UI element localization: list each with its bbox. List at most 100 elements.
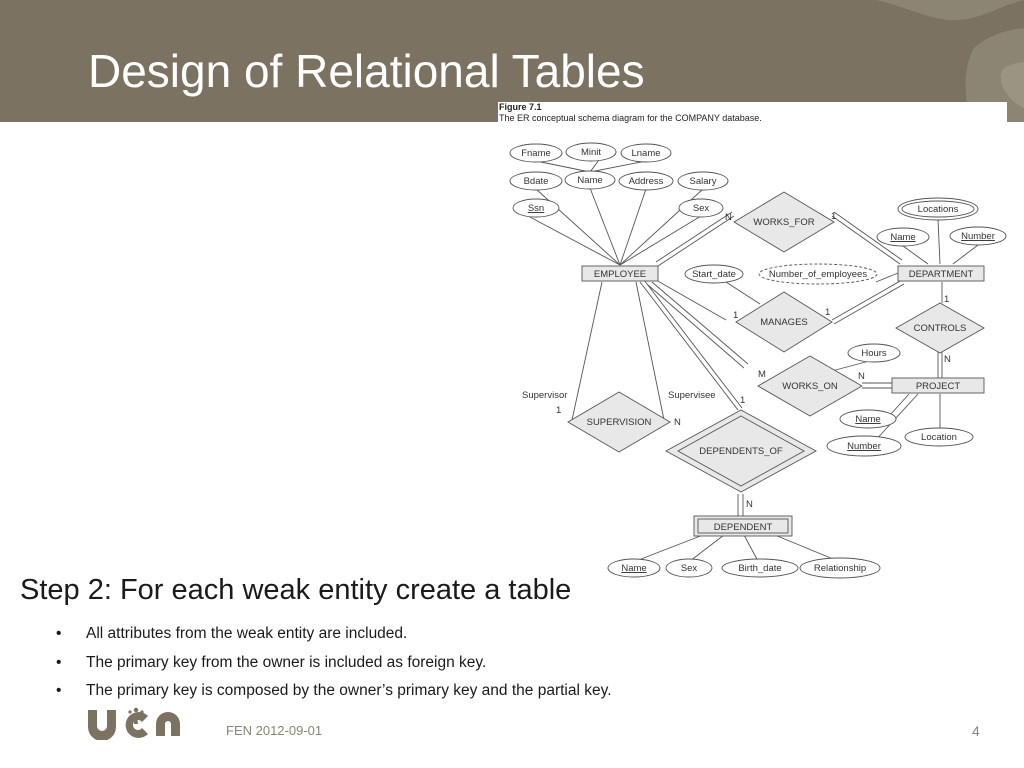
svg-text:Start_date: Start_date	[692, 269, 736, 280]
attribute-department-number: Number	[949, 226, 1007, 246]
svg-text:Bdate: Bdate	[524, 176, 549, 187]
cardinality-works-for-employee: N	[725, 212, 732, 223]
relationship-works-for: WORKS_FOR	[733, 191, 835, 253]
attribute-salary: Salary	[677, 171, 729, 191]
attribute-address: Address	[618, 171, 674, 191]
attribute-ssn: Ssn	[512, 198, 560, 218]
relationship-dependents-of: DEPENDENTS_OF	[665, 409, 817, 493]
attribute-dependent-name: Name	[607, 558, 661, 578]
header-decoration-shape	[876, 0, 1024, 122]
role-supervisee: Supervisee	[668, 390, 716, 401]
er-diagram-figure: Fname Minit Lname Bdate Name Address Sal…	[498, 102, 1007, 580]
bullet-text: The primary key from the owner is includ…	[86, 653, 487, 671]
attribute-start-date: Start_date	[684, 264, 744, 284]
svg-text:Sex: Sex	[681, 563, 698, 574]
svg-text:Hours: Hours	[861, 348, 887, 359]
attribute-number-of-employees: Number_of_employees	[758, 263, 878, 285]
attribute-bdate: Bdate	[509, 171, 563, 191]
attribute-minit: Minit	[565, 142, 617, 162]
ucn-logo	[88, 707, 180, 740]
bullet-item: • The primary key is composed by the own…	[56, 677, 612, 706]
bullet-list: • All attributes from the weak entity ar…	[56, 620, 612, 706]
attribute-hours: Hours	[847, 343, 901, 363]
svg-text:Birth_date: Birth_date	[738, 563, 781, 574]
svg-text:WORKS_ON: WORKS_ON	[782, 381, 838, 392]
svg-text:Ssn: Ssn	[528, 203, 544, 214]
svg-text:DEPENDENT: DEPENDENT	[714, 522, 773, 533]
svg-text:Sex: Sex	[693, 203, 710, 214]
cardinality-manages-department: 1	[825, 307, 830, 318]
svg-text:MANAGES: MANAGES	[760, 317, 808, 328]
svg-text:DEPARTMENT: DEPARTMENT	[909, 269, 974, 280]
svg-text:CONTROLS: CONTROLS	[914, 323, 967, 334]
svg-text:WORKS_FOR: WORKS_FOR	[753, 217, 814, 228]
svg-text:Name: Name	[621, 563, 646, 574]
svg-text:Locations: Locations	[918, 204, 959, 215]
svg-text:Lname: Lname	[631, 148, 660, 159]
svg-text:Name: Name	[890, 232, 915, 243]
bullet-item: • The primary key from the owner is incl…	[56, 649, 612, 678]
svg-text:Address: Address	[629, 176, 664, 187]
cardinality-supervision-supervisor: 1	[556, 405, 561, 416]
diagram-edges	[527, 159, 979, 562]
page-number: 4	[972, 723, 980, 739]
svg-text:Name: Name	[855, 414, 880, 425]
attribute-project-name: Name	[839, 409, 897, 429]
cardinality-works-for-department: 1	[831, 211, 836, 222]
bullet-text: The primary key is composed by the owner…	[86, 682, 612, 699]
relationship-works-on: WORKS_ON	[757, 355, 863, 417]
cardinality-manages-employee: 1	[733, 310, 738, 321]
svg-text:Fname: Fname	[521, 148, 551, 159]
cardinality-controls-department: 1	[944, 294, 949, 305]
bullet-symbol: •	[56, 682, 62, 699]
relationship-controls: CONTROLS	[895, 302, 985, 354]
bullet-symbol: •	[56, 653, 62, 671]
bullet-item: • All attributes from the weak entity ar…	[56, 620, 612, 649]
bullet-symbol: •	[56, 625, 62, 642]
svg-text:PROJECT: PROJECT	[916, 381, 961, 392]
step-heading: Step 2: For each weak entity create a ta…	[20, 574, 572, 606]
cardinality-supervision-supervisee: N	[674, 417, 681, 428]
figure-caption: Figure 7.1 The ER conceptual schema diag…	[499, 102, 762, 124]
attribute-lname: Lname	[620, 143, 672, 163]
entity-dependent: DEPENDENT	[693, 515, 793, 537]
role-supervisor: Supervisor	[522, 390, 567, 401]
attribute-locations: Locations	[897, 197, 979, 221]
figure-caption-text: The ER conceptual schema diagram for the…	[499, 113, 762, 123]
attribute-department-name: Name	[876, 227, 930, 247]
relationship-manages: MANAGES	[735, 291, 833, 353]
entity-employee: EMPLOYEE	[581, 265, 659, 282]
entity-project: PROJECT	[891, 377, 985, 394]
attribute-birth-date: Birth_date	[721, 558, 799, 578]
cardinality-dependents-of-dependent: N	[746, 499, 753, 510]
er-diagram: Fname Minit Lname Bdate Name Address Sal…	[509, 142, 1007, 579]
attribute-fname: Fname	[509, 143, 563, 163]
svg-text:Relationship: Relationship	[814, 563, 866, 574]
slide-header: Design of Relational Tables	[0, 0, 1024, 122]
attribute-dependent-sex: Sex	[665, 558, 713, 578]
cardinality-dependents-of-employee: 1	[740, 395, 745, 406]
svg-text:Number: Number	[847, 441, 881, 452]
svg-text:Location: Location	[921, 432, 957, 443]
svg-text:Number: Number	[961, 231, 995, 242]
figure-label: Figure 7.1	[499, 102, 542, 112]
entity-department: DEPARTMENT	[897, 265, 985, 282]
cardinality-works-on-project: N	[858, 371, 865, 382]
relationship-supervision: SUPERVISION	[567, 391, 671, 453]
attribute-employee-sex: Sex	[678, 198, 724, 218]
svg-text:EMPLOYEE: EMPLOYEE	[594, 269, 646, 280]
svg-text:Minit: Minit	[581, 147, 601, 158]
attribute-project-location: Location	[904, 427, 974, 447]
svg-text:Name: Name	[577, 175, 602, 186]
svg-text:DEPENDENTS_OF: DEPENDENTS_OF	[699, 446, 783, 457]
svg-text:Salary: Salary	[690, 176, 717, 187]
page-title: Design of Relational Tables	[88, 45, 645, 97]
attribute-employee-name: Name	[564, 170, 616, 190]
cardinality-controls-project: N	[944, 354, 951, 365]
bullet-text: All attributes from the weak entity are …	[86, 625, 408, 642]
attribute-relationship: Relationship	[799, 557, 881, 579]
footer-date: FEN 2012-09-01	[226, 723, 323, 738]
cardinality-works-on-employee: M	[758, 369, 766, 380]
attribute-project-number: Number	[826, 435, 902, 457]
svg-text:SUPERVISION: SUPERVISION	[587, 417, 652, 428]
